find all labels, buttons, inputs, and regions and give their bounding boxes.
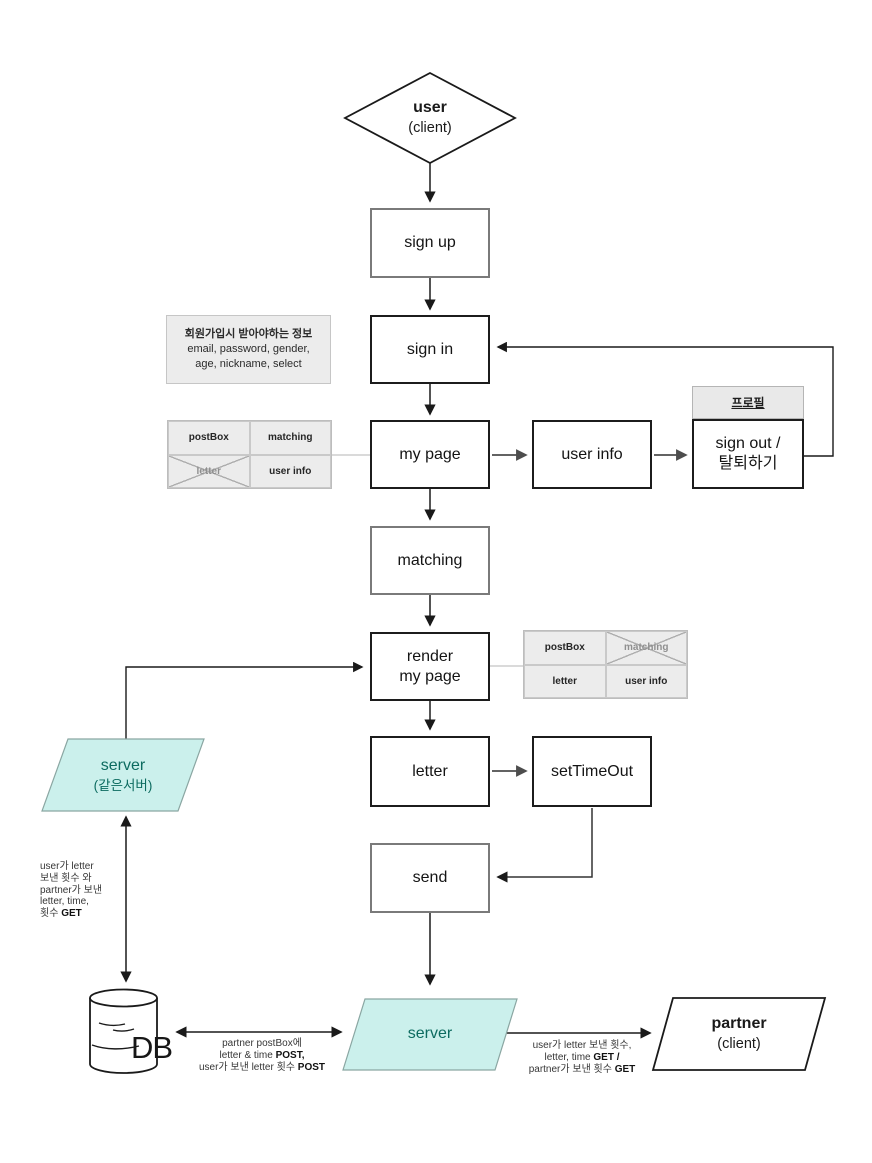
edge-label-server-partner-l3-bold: GET [614, 1063, 636, 1075]
partner-title: partner [711, 1015, 767, 1033]
letter-node: letter [370, 736, 490, 807]
signin-label: sign in [406, 340, 454, 358]
mypage-table-cell-userinfo: user info [249, 454, 331, 488]
profile-header: 프로필 [692, 386, 804, 419]
edge-label-db-server-l2-bold: POST, [275, 1049, 305, 1061]
signout-label-line2: 탈퇴하기 [718, 455, 778, 472]
partner-parallelogram [651, 997, 827, 1071]
settimeout-label: setTimeOut [550, 762, 634, 780]
edge-label-db-server-l1: partner postBox에 [222, 1038, 302, 1049]
user-node-title: user [413, 99, 447, 117]
signout-node: sign out / 탈퇴하기 [692, 419, 804, 489]
render-table-cell-postbox: postBox [524, 631, 606, 665]
user-node-subtitle: (client) [408, 119, 452, 136]
letter-label: letter [412, 762, 448, 780]
render-table-cell-matching-crossed: matching [605, 631, 687, 665]
send-label: send [412, 869, 448, 886]
mypage-label: my page [399, 445, 461, 463]
edge-label-server-partner-l2: letter, time [544, 1051, 594, 1063]
signup-label: sign up [404, 234, 456, 251]
edge-label-server-db: user가 letter 보낸 횟수 와 partner가 보낸 letter,… [40, 861, 160, 920]
render-mypage-node: render my page [370, 632, 490, 701]
mypage-wireframe-table: postBox matching letter user info [167, 420, 332, 489]
db-label: DB [131, 1030, 173, 1065]
render-table-cell-letter: letter [524, 664, 606, 698]
matching-label: matching [397, 551, 463, 569]
profile-header-label: 프로필 [731, 396, 765, 410]
mypage-node: my page [370, 420, 490, 489]
edge-label-server-partner-l1: user가 letter 보낸 횟수, [532, 1040, 632, 1051]
signup-info-line2: age, nickname, select [195, 357, 302, 370]
edge-label-server-db-l2: 보낸 횟수 와 [40, 872, 92, 884]
edge-label-db-server-l2: letter & time [219, 1049, 276, 1061]
edge-label-server-db-l5: 횟수 [40, 908, 62, 920]
render-table-cell-userinfo: user info [605, 664, 687, 698]
edge-label-server-partner-l3: partner가 보낸 횟수 [528, 1063, 615, 1075]
userinfo-node: user info [532, 420, 652, 489]
partner-node: partner (client) [653, 998, 825, 1070]
render-wireframe-table: postBox matching letter user info [523, 630, 688, 699]
user-diamond-shape [343, 71, 517, 165]
signout-label-line1: sign out / [715, 435, 781, 452]
edge-label-server-partner-l2-bold: GET / [593, 1051, 620, 1063]
signin-node: sign in [370, 315, 490, 384]
server-same-title: server [100, 756, 146, 774]
matching-node: matching [370, 526, 490, 595]
server-node: server [343, 999, 517, 1070]
edge-label-server-db-l1: user가 letter [40, 861, 94, 872]
edge-label-db-server-l3: user가 보낸 letter 횟수 [198, 1061, 298, 1073]
edge-label-db-server-l3-bold: POST [297, 1061, 326, 1073]
server-title: server [407, 1025, 453, 1043]
mypage-table-cell-postbox: postBox [168, 421, 250, 455]
signup-info-title: 회원가입시 받아야하는 정보 [184, 328, 313, 341]
signup-info-line1: email, password, gender, [187, 343, 310, 356]
userinfo-label: user info [561, 445, 623, 463]
edge-label-server-db-l5-bold: GET [61, 908, 82, 920]
server-same-parallelogram [41, 738, 205, 812]
edge-label-server-db-l3: partner가 보낸 [40, 884, 103, 896]
render-label-line2: my page [399, 667, 461, 685]
db-cylinder [89, 988, 158, 1074]
server-same-subtitle: (같은서버) [93, 777, 153, 793]
arrow-settimeout-to-send [496, 808, 593, 883]
arrow-server-to-render [125, 661, 364, 739]
render-label-line1: render [406, 647, 454, 665]
server-parallelogram [342, 998, 518, 1071]
edge-label-db-server: partner postBox에 letter & time POST, use… [177, 1038, 347, 1073]
mypage-table-cell-matching: matching [249, 421, 331, 455]
signup-info-note: 회원가입시 받아야하는 정보 email, password, gender, … [166, 315, 331, 384]
edge-label-server-db-l4: letter, time, [40, 896, 89, 908]
send-node: send [370, 843, 490, 913]
server-same-node: server (같은서버) [42, 741, 204, 809]
user-node: user (client) [345, 75, 515, 161]
arrow-signout-back-to-signin [496, 341, 834, 457]
settimeout-node: setTimeOut [532, 736, 652, 807]
edge-label-server-partner: user가 letter 보낸 횟수, letter, time GET / p… [496, 1040, 668, 1075]
mypage-table-cell-letter-crossed: letter [168, 454, 250, 488]
partner-subtitle: (client) [717, 1035, 761, 1052]
signup-node: sign up [370, 208, 490, 278]
